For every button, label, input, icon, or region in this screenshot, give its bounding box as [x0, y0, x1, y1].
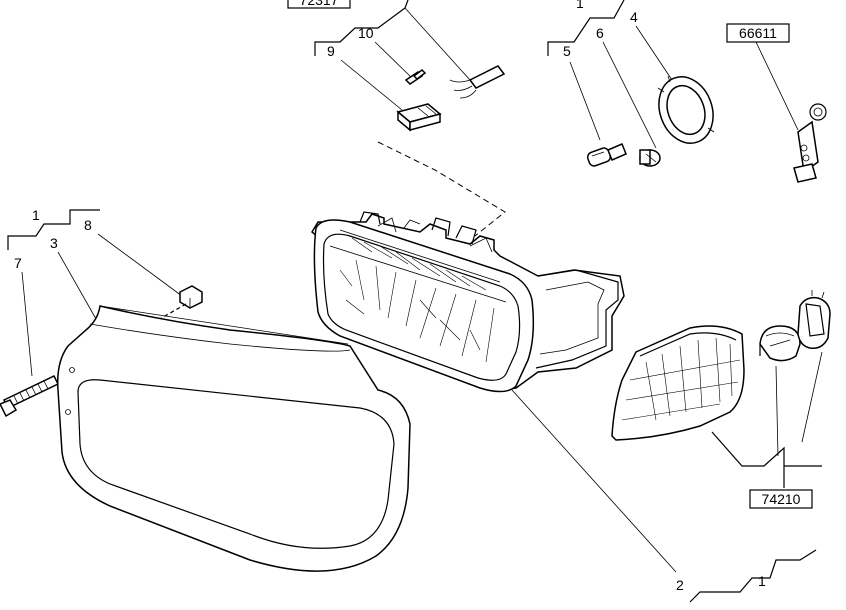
connector-housing-9	[396, 103, 442, 132]
callout-4: 4	[630, 9, 638, 25]
dashed-connection-line	[377, 141, 506, 237]
leader-bulb	[775, 365, 779, 457]
callout-6: 6	[596, 25, 604, 41]
callout-8: 8	[84, 217, 92, 233]
callout-1-left: 1	[32, 207, 40, 223]
headlamp-bezel-3	[56, 305, 411, 572]
callout-5: 5	[563, 43, 571, 59]
reference-box-72317: 72317	[287, 0, 351, 9]
bracket-group-bottom	[689, 549, 817, 603]
leader-72317	[404, 7, 471, 81]
headlamp-unit-2	[311, 211, 625, 393]
leader-5	[569, 61, 601, 141]
leader-66611	[755, 41, 799, 131]
bracket-group-3-7-8	[7, 209, 100, 250]
leader-8	[97, 233, 183, 297]
callout-1-top: 1	[576, 0, 584, 11]
bracket-group-4-5-6	[547, 0, 625, 56]
callout-3: 3	[50, 235, 58, 251]
bracket-group-9-10	[314, 7, 406, 56]
reference-label-72317: 72317	[300, 0, 339, 8]
callout-1-bottom: 1	[758, 573, 766, 589]
callout-9: 9	[327, 43, 335, 59]
wire-bundle	[449, 65, 506, 99]
bracket-group-74210	[711, 431, 822, 467]
adjuster-66611	[793, 103, 827, 183]
leader-socket	[801, 351, 823, 443]
indicator-lamp	[611, 325, 745, 441]
connector-pins-10	[404, 69, 427, 85]
leader-7	[21, 271, 33, 377]
leader-9	[340, 59, 403, 111]
leader-2	[511, 389, 677, 573]
nut-8	[157, 285, 203, 321]
bulb-5	[586, 143, 627, 167]
indicator-bulb-socket	[797, 290, 831, 350]
callout-10: 10	[358, 25, 374, 41]
retaining-ring-4	[657, 75, 715, 144]
callout-7: 7	[14, 255, 22, 271]
leader-10	[374, 41, 413, 79]
callout-2: 2	[676, 577, 684, 593]
leader-4	[635, 25, 673, 81]
leader-3	[57, 251, 101, 327]
leader-6	[602, 41, 657, 149]
reference-label-74210: 74210	[762, 491, 801, 507]
indicator-bulb	[759, 325, 801, 362]
reference-label-66611: 66611	[739, 25, 777, 41]
bulb-6	[639, 149, 661, 167]
reference-box-66611: 66611	[726, 23, 790, 43]
reference-box-74210: 74210	[749, 489, 813, 509]
